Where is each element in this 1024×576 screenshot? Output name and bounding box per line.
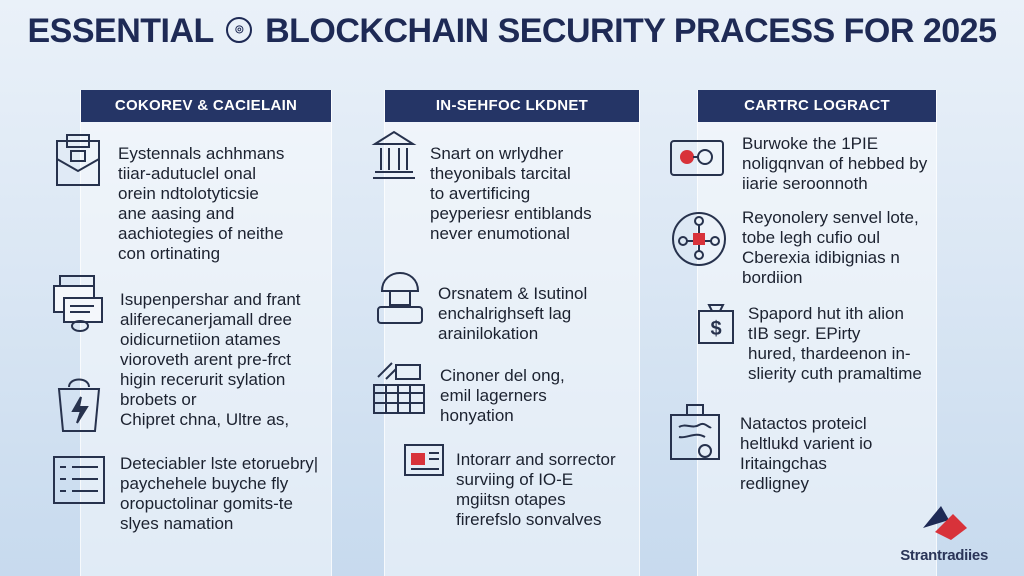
brand-logo-icon [923, 506, 968, 540]
column-3-item-1-text: Burwoke the 1PIE noligqnvan of hebbed by… [742, 134, 928, 193]
brand-name: Strantradiies [900, 547, 988, 564]
wallet-exchange-icon [666, 134, 728, 182]
brand-logo: Strantradiies [900, 502, 988, 564]
emblem-icon: ◎ [226, 17, 253, 44]
chart-screen-icon [402, 440, 446, 482]
column-2-item-3: Cinoner del ong, emil lagerners honyatio… [370, 356, 565, 426]
column-2-item-2-text: Orsnatem & Isutinol enchalrighseft lag a… [438, 284, 588, 343]
column-3-item-2: Reyonolery senvel lote, tobe legh cufio … [668, 206, 919, 288]
network-circle-icon [668, 206, 730, 270]
column-1-item-2-text: Isupenpershar and frant aliferecanerjama… [120, 290, 301, 429]
column-1-item-2: Isupenpershar and frant aliferecanerjama… [50, 270, 301, 430]
column-3-item-4: Natactos proteicl heltlukd varient io Ir… [664, 400, 872, 494]
world-shield-bag-icon [664, 400, 726, 466]
column-2-item-4-text: Intorarr and sorrector surviing of IO-E … [456, 450, 616, 529]
column-1-item-4-text: Deteciabler lste etoruebry| paychehele b… [120, 454, 319, 533]
column-3: CARTRC LOGRACT [697, 90, 937, 576]
column-1-item-1-text: Eystennals achhmans tiiar-adutuclel onal… [118, 144, 285, 263]
column-2: IN-SEHFOC LKDNET [384, 90, 640, 576]
column-3-item-4-text: Natactos proteicl heltlukd varient io Ir… [740, 414, 873, 493]
column-3-item-1: Burwoke the 1PIE noligqnvan of hebbed by… [666, 134, 927, 194]
column-3-item-2-text: Reyonolery senvel lote, tobe legh cufio … [742, 208, 919, 287]
title-left: ESSENTIAL [27, 12, 214, 50]
document-folder-icon [50, 128, 106, 194]
column-2-item-4: Intorarr and sorrector surviing of IO-E … [402, 440, 616, 530]
column-1: COKOREV & CACIELAIN [80, 90, 332, 576]
column-3-item-3-text: Spapord hut ith alion tIB segr. EPirty h… [748, 304, 922, 383]
bank-building-icon [370, 126, 418, 182]
title-right: BLOCKCHAIN SECURITY PRACESS FOR 2025 [265, 12, 997, 50]
column-1-item-1: Eystennals achhmans tiiar-adutuclel onal… [50, 128, 284, 264]
column-1-heading: COKOREV & CACIELAIN [81, 90, 331, 122]
column-2-item-1: Snart on wrlydher theyonibals tarcital t… [370, 126, 592, 244]
checklist-form-icon [50, 452, 108, 508]
stacked-documents-icon [50, 270, 108, 336]
column-2-item-2: Orsnatem & Isutinol enchalrighseft lag a… [372, 264, 587, 344]
page-title: ESSENTIAL ◎ BLOCKCHAIN SECURITY PRACESS … [0, 12, 1024, 51]
column-2-item-1-text: Snart on wrlydher theyonibals tarcital t… [430, 144, 592, 243]
column-1-item-3 [54, 372, 104, 436]
lamp-device-icon [372, 264, 428, 328]
svg-text:$: $ [710, 318, 721, 340]
toolbox-icon [370, 356, 428, 418]
column-1-item-4: Deteciabler lste etoruebry| paychehele b… [50, 452, 318, 534]
column-2-item-3-text: Cinoner del ong, emil lagerners honyatio… [440, 366, 565, 425]
lightning-bag-icon [54, 372, 104, 436]
column-2-heading: IN-SEHFOC LKDNET [385, 90, 639, 122]
column-3-heading: CARTRC LOGRACT [698, 90, 936, 122]
column-3-item-3: $ Spapord hut ith alion tIB segr. EPirty… [694, 298, 922, 384]
dollar-bag-icon: $ [694, 298, 738, 348]
